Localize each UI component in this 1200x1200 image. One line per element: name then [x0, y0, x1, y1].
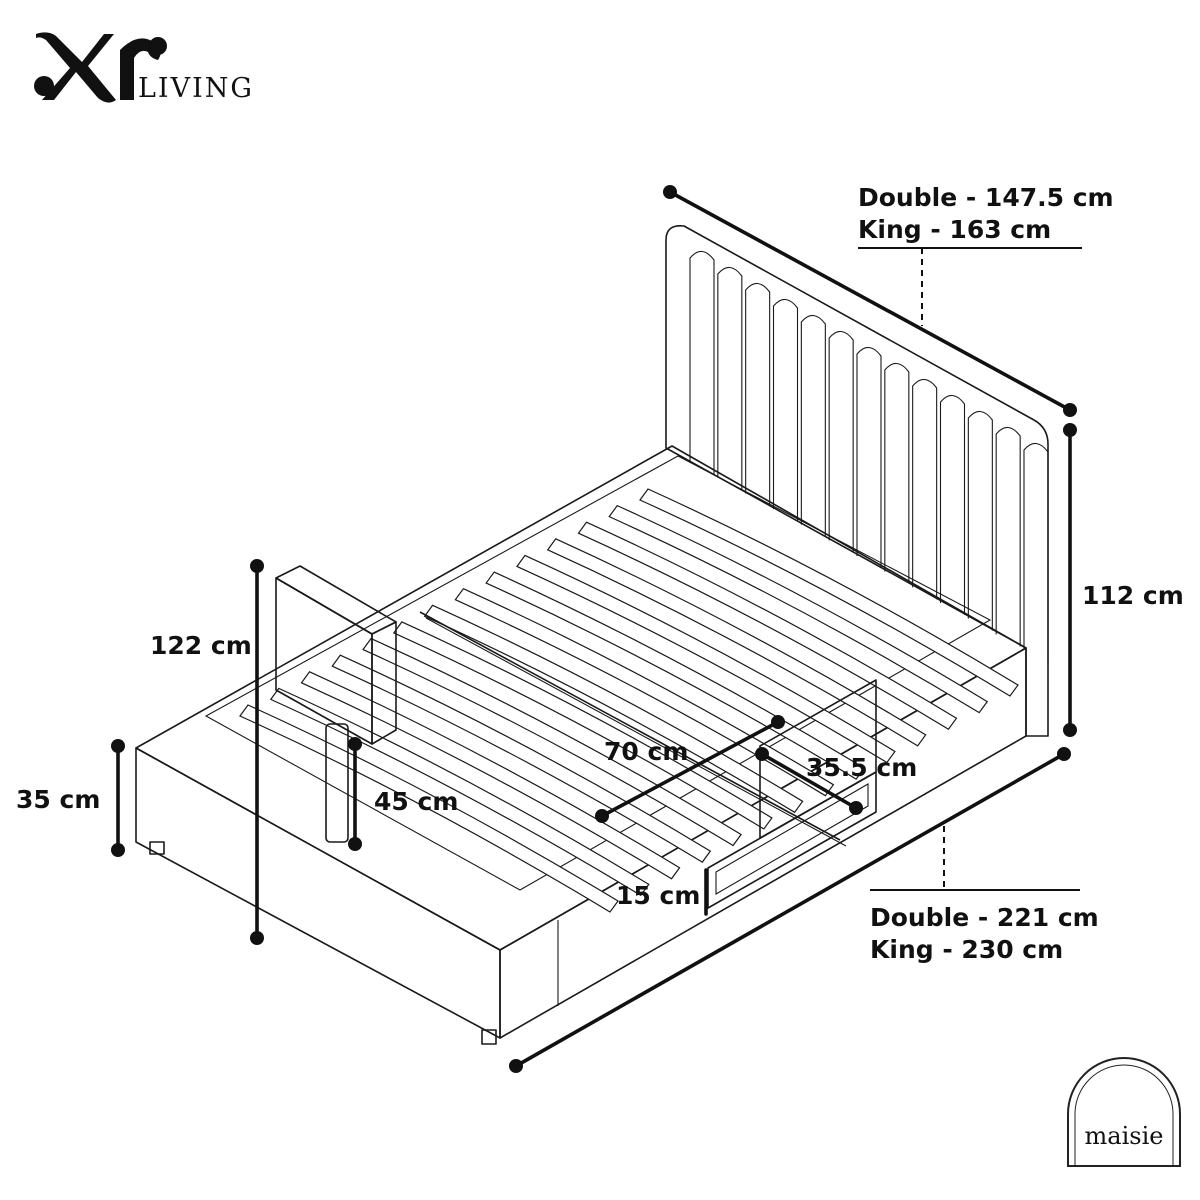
length-double-label: Double - 221 cm	[870, 903, 1099, 932]
tv-width-line	[600, 720, 780, 818]
headboard-channel	[967, 410, 993, 631]
headboard-channel	[717, 266, 743, 490]
drawer-recess	[715, 783, 869, 895]
dimension-dot	[250, 559, 264, 573]
headboard-channel	[1023, 442, 1049, 662]
center-support-beam	[419, 611, 841, 841]
maisie-badge: maisie	[1067, 1057, 1181, 1167]
dimension-dot	[348, 837, 362, 851]
drawer-height-label: 15 cm	[616, 881, 700, 910]
dimension-dot	[849, 801, 863, 815]
bed-slat	[608, 504, 989, 714]
bed-slat	[516, 554, 896, 764]
dimension-dot	[111, 843, 125, 857]
dimension-dot	[595, 809, 609, 823]
dimension-dot	[250, 931, 264, 945]
tv-lift-post	[325, 723, 349, 843]
tv-lift-footboard	[275, 565, 397, 843]
headboard-height-label: 112 cm	[1082, 581, 1184, 610]
dimension-dot	[111, 739, 125, 753]
headboard-channel	[745, 282, 771, 506]
badge-arch-inner	[1074, 1064, 1174, 1166]
headboard-channel	[828, 330, 854, 553]
width-king-label: King - 163 cm	[858, 215, 1051, 244]
bed-foot	[149, 841, 165, 855]
bed-inner-rail	[204, 455, 992, 891]
badge-word: maisie	[1085, 1122, 1164, 1150]
center-support-beam-edge	[425, 617, 847, 847]
bed-foot	[481, 1029, 497, 1045]
dimension-dot	[348, 737, 362, 751]
badge-arch-outline	[1067, 1057, 1181, 1167]
dimension-annotations: Double - 147.5 cm King - 163 cm 112 cm D…	[16, 183, 1184, 1073]
dimension-dot	[1063, 423, 1077, 437]
dimension-dot	[1063, 723, 1077, 737]
drawer-opening	[759, 679, 877, 839]
bed-base-top	[135, 445, 1027, 951]
headboard-channel	[884, 362, 910, 584]
side-drawer	[707, 679, 877, 909]
width-dimension-line	[668, 190, 1072, 412]
headboard-channel	[856, 346, 882, 568]
tv-side	[371, 621, 397, 745]
headboard-channel	[939, 394, 966, 615]
headboard-channel	[800, 314, 826, 537]
headboard-channel	[772, 298, 799, 521]
logo-word-living: LIVING	[138, 73, 254, 104]
xr-living-logo: LIVING	[34, 32, 254, 104]
drawer-depth-label: 35.5 cm	[806, 753, 917, 782]
width-double-label: Double - 147.5 cm	[858, 183, 1114, 212]
dimension-dot	[663, 185, 677, 199]
footboard-height-label: 122 cm	[150, 631, 252, 660]
xr-logo-mark-icon	[34, 32, 167, 103]
headboard-channels	[689, 250, 1049, 662]
headboard-channel	[995, 426, 1021, 647]
dimension-dot	[755, 747, 769, 761]
bed-slat	[546, 538, 927, 747]
length-king-label: King - 230 cm	[870, 935, 1063, 964]
dimension-dot	[509, 1059, 523, 1073]
dimension-dot	[1063, 403, 1077, 417]
drawer-depth-line	[760, 752, 858, 810]
gap-label: 45 cm	[374, 787, 458, 816]
base-height-label: 35 cm	[16, 785, 100, 814]
headboard-channel	[689, 250, 715, 474]
tv-width-label: 70 cm	[604, 737, 688, 766]
bed-slat	[577, 521, 958, 731]
bed-slat	[639, 488, 1019, 697]
tv-top	[275, 565, 397, 635]
headboard	[665, 224, 1049, 737]
dimension-dot	[771, 715, 785, 729]
headboard-channel	[912, 378, 938, 600]
dimension-dot	[1057, 747, 1071, 761]
length-dimension-line	[514, 752, 1066, 1068]
